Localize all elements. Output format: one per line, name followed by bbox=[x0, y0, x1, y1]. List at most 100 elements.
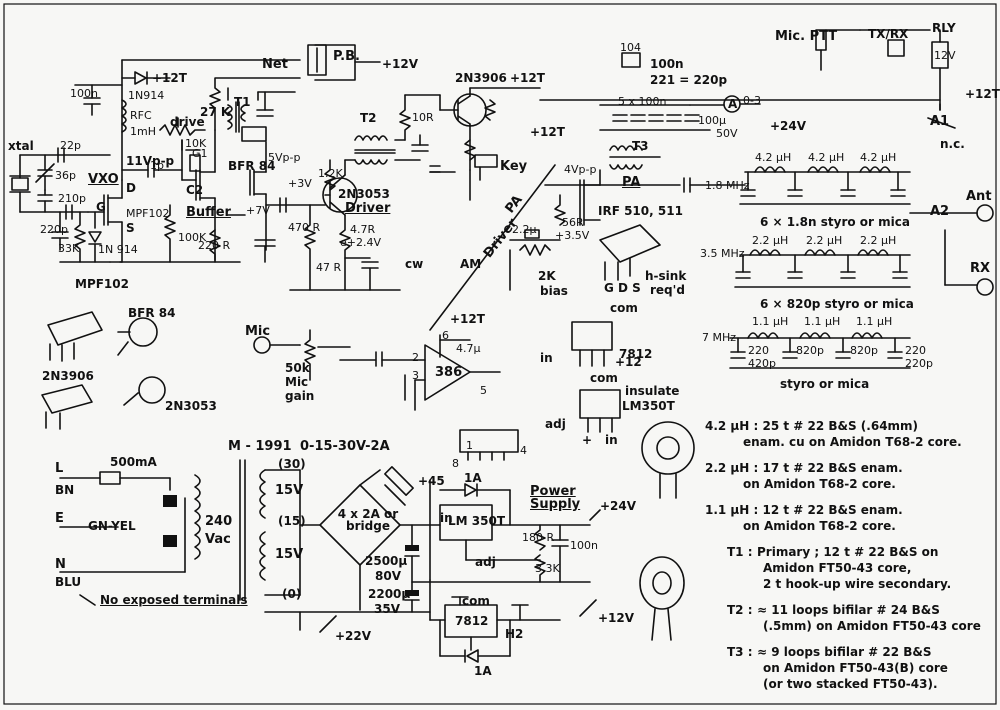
label-220r: 220 R bbox=[198, 239, 231, 252]
label-drive: drive bbox=[170, 115, 205, 129]
label-styro-3: styro or mica bbox=[780, 377, 870, 391]
label-pin-6: 6 bbox=[442, 329, 449, 342]
label-470r: 470 R bbox=[288, 221, 321, 234]
label-180r: 180 R bbox=[522, 531, 555, 544]
label-driver: Driver bbox=[345, 201, 391, 216]
note-t2-1: ≈ 11 loops bifilar # 24 B&S bbox=[757, 603, 940, 617]
label-l: L bbox=[55, 461, 64, 476]
label-in-pinout: in bbox=[540, 351, 553, 365]
label-2-2u: 2.2µ bbox=[512, 223, 537, 236]
note-t1-1: Primary ; 12 t # 22 B&S on bbox=[757, 545, 939, 559]
label-100k: 100K bbox=[178, 231, 207, 244]
label-80v: 80V bbox=[375, 569, 401, 583]
label-2k: 2K bbox=[538, 269, 556, 283]
label-bridge: 4 x 2A or bridge bbox=[337, 507, 399, 533]
label-d: D bbox=[126, 181, 136, 195]
label-1mh: 1mH bbox=[130, 125, 156, 138]
label-g1: G1 bbox=[192, 147, 208, 160]
label-33k: 33K bbox=[58, 242, 80, 255]
label-lm350t: LM 350T bbox=[448, 514, 505, 528]
label-11vpp: 11Vp-p bbox=[126, 154, 175, 168]
label-irf: IRF 510, 511 bbox=[598, 204, 683, 218]
label-bn: BN bbox=[55, 483, 75, 497]
note-1-1uh-1: 1.1 µH : 12 t # 22 B&S enam. bbox=[705, 503, 903, 517]
label-bfr84-pinout: BFR 84 bbox=[128, 306, 176, 320]
label-10r: 10R bbox=[412, 111, 434, 124]
label-t2: T2 bbox=[360, 111, 377, 125]
label-tap-30: (30) bbox=[278, 457, 306, 471]
label-100n: 100n bbox=[70, 87, 98, 100]
label-15v-a: 15V bbox=[275, 483, 304, 498]
label-500ma: 500mA bbox=[110, 455, 157, 469]
label-e24: e+2.4V bbox=[340, 236, 382, 249]
label-com-pinout: com bbox=[610, 301, 638, 315]
label-2-2uh-a: 2.2 µH bbox=[752, 234, 789, 247]
note-t1-3: 2 t hook-up wire secondary. bbox=[763, 577, 952, 591]
label-820p-b: 820p bbox=[850, 344, 878, 357]
label-4-2uh-c: 4.2 µH bbox=[860, 151, 897, 164]
label-pin-2: 2 bbox=[412, 351, 419, 364]
label-4vpp: 4Vp-p bbox=[564, 163, 597, 176]
label-gds: G D S bbox=[604, 281, 641, 295]
label-plus12t-b: +12T bbox=[510, 71, 545, 85]
label-cw: cw bbox=[405, 257, 424, 271]
label-vxo: VXO bbox=[88, 172, 119, 187]
label-1-8mhz: 1.8 MHz bbox=[705, 179, 750, 192]
label-insulate: insulate bbox=[625, 384, 680, 398]
label-e: E bbox=[55, 511, 64, 526]
label-s: S bbox=[126, 221, 135, 235]
label-100n-221: 100n bbox=[650, 57, 684, 71]
label-power-supply: Power Supply bbox=[530, 484, 581, 512]
label-m1991: M - 1991 bbox=[228, 439, 292, 454]
label-plus-pinout: + bbox=[582, 433, 593, 447]
label-4-2uh-b: 4.2 µH bbox=[808, 151, 845, 164]
note-t3-2: on Amidon FT50-43(B) core bbox=[763, 661, 948, 675]
label-g: G bbox=[96, 200, 106, 214]
label-trafo-rating: 0-15-30V-2A bbox=[300, 439, 390, 454]
label-c2: C2 bbox=[186, 183, 204, 197]
label-plus12t-c: +12T bbox=[530, 125, 565, 139]
label-220-a: 220 bbox=[748, 344, 769, 357]
label-pin-1: 1 bbox=[466, 439, 473, 452]
label-1-1uh-c: 1.1 µH bbox=[856, 315, 893, 328]
label-com-ps: com bbox=[462, 594, 490, 608]
label-7812: 7812 bbox=[455, 614, 489, 628]
label-pin-5: 5 bbox=[480, 384, 487, 397]
label-styro-2: 6 × 820p styro or mica bbox=[760, 297, 914, 311]
label-1a-b: 1A bbox=[474, 664, 492, 678]
note-t1-2: Amidon FT50-43 core, bbox=[763, 561, 912, 575]
label-gn-yel: GN-YEL bbox=[88, 519, 136, 533]
label-pb: P.B. bbox=[333, 49, 360, 64]
label-pin-8: 8 bbox=[452, 457, 459, 470]
label-2500u: 2500µ bbox=[365, 554, 408, 568]
note-t2-label: T2 : bbox=[727, 603, 753, 617]
toroid-sketches bbox=[639, 421, 695, 641]
label-reg-in: in bbox=[440, 511, 453, 525]
label-h2: H2 bbox=[505, 627, 524, 641]
meter-icon: A bbox=[728, 97, 738, 111]
label-n: N bbox=[55, 557, 66, 572]
label-plus22v: +22V bbox=[335, 629, 372, 643]
label-mpf102-inline: MPF102 bbox=[126, 207, 170, 220]
label-221: 221 = 220p bbox=[650, 73, 728, 87]
label-plus12v-ps: +12V bbox=[598, 611, 635, 625]
label-plus45: +45 bbox=[418, 474, 445, 488]
label-1-1uh-a: 1.1 µH bbox=[752, 315, 789, 328]
label-rfc: RFC bbox=[130, 109, 152, 122]
label-bias: bias bbox=[540, 284, 568, 298]
label-50v: 50V bbox=[716, 127, 738, 140]
note-t3-3: (or two stacked FT50-43). bbox=[763, 677, 938, 691]
label-1-1uh-b: 1.1 µH bbox=[804, 315, 841, 328]
note-4-2uh-2: enam. cu on Amidon T68-2 core. bbox=[743, 435, 962, 449]
label-vac: Vac bbox=[205, 532, 231, 547]
label-2n3053: 2N3053 bbox=[338, 187, 390, 201]
note-t1-label: T1 : bbox=[727, 545, 753, 559]
label-adj-pinout: adj bbox=[545, 417, 566, 431]
crystal-xtal bbox=[9, 154, 31, 213]
label-2n3906: 2N3906 bbox=[455, 71, 507, 85]
label-txrx: TX/RX bbox=[868, 27, 909, 41]
label-reqd: req'd bbox=[650, 283, 685, 297]
label-plus12t-mic: +12T bbox=[450, 312, 485, 326]
label-com-pinout-2: com bbox=[590, 371, 618, 385]
